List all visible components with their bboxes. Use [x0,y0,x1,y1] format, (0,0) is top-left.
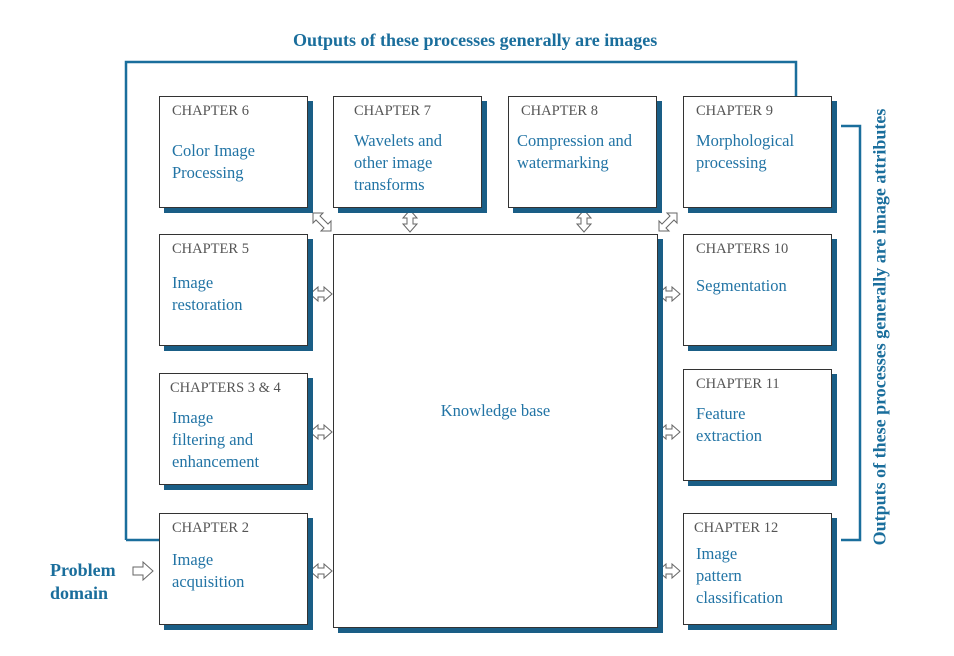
chapters-3-4-number: CHAPTERS 3 & 4 [170,380,281,396]
chapter-5-box: CHAPTER 5 Image restoration [159,234,308,346]
chapter-7-title: Wavelets and other image transforms [354,131,443,194]
chapter-10-box: CHAPTERS 10 Segmentation [683,234,832,346]
arrow-ch6-kb [312,212,332,232]
chapter-2-number: CHAPTER 2 [172,520,249,536]
chapters-3-4-box: CHAPTERS 3 & 4 Image filtering and enhan… [159,373,308,485]
input-label-line1: Problem [50,560,116,580]
chapter-8-box: CHAPTER 8 Compression and watermarking [508,96,657,208]
chapter-12-title: Image pattern classification [696,544,784,607]
chapter-11-box: CHAPTER 11 Feature extraction [683,369,832,481]
chapter-5-title: Image restoration [172,273,243,314]
chapter-11-number: CHAPTER 11 [696,376,780,392]
chapter-6-box: CHAPTER 6 Color Image Processing [159,96,308,208]
arrow-ch8-kb [575,209,593,233]
top-bracket-line [124,60,798,540]
input-label-line2: domain [50,583,109,603]
arrow-ch5-kb [309,285,333,303]
side-heading: Outputs of these processes generally are… [869,108,890,546]
arrow-kb-ch11 [657,423,681,441]
problem-input-arrow [132,560,154,582]
chapter-8-number: CHAPTER 8 [521,103,598,119]
arrow-kb-ch10 [657,285,681,303]
input-label: Problem domain [50,559,116,605]
chapter-9-box: CHAPTER 9 Morphological processing [683,96,832,208]
arrow-kb-ch12 [657,562,681,580]
chapter-12-number: CHAPTER 12 [694,520,779,536]
knowledge-base-label: Knowledge base [440,401,551,420]
arrow-ch9-kb [658,212,678,232]
chapters-3-4-title: Image filtering and enhancement [172,408,260,471]
arrow-ch2-kb [309,562,333,580]
chapter-9-title: Morphological processing [696,131,795,172]
chapter-11-title: Feature extraction [696,404,762,445]
chapter-9-number: CHAPTER 9 [696,103,773,119]
chapter-6-title: Color Image Processing [172,141,255,182]
chapter-7-number: CHAPTER 7 [354,103,431,119]
top-heading: Outputs of these processes generally are… [293,30,658,50]
chapter-2-box: CHAPTER 2 Image acquisition [159,513,308,625]
chapter-5-number: CHAPTER 5 [172,241,249,257]
right-bracket-line [841,124,862,542]
arrow-ch7-kb [401,209,419,233]
chapter-7-box: CHAPTER 7 Wavelets and other image trans… [333,96,482,208]
chapter-8-title: Compression and watermarking [517,131,633,172]
chapter-10-title: Segmentation [696,276,787,295]
arrow-ch34-kb [309,423,333,441]
chapter-12-box: CHAPTER 12 Image pattern classification [683,513,832,625]
chapter-6-number: CHAPTER 6 [172,103,249,119]
chapter-10-number: CHAPTERS 10 [696,241,789,257]
chapter-2-title: Image acquisition [172,550,245,591]
knowledge-base-box: Knowledge base [333,234,658,628]
